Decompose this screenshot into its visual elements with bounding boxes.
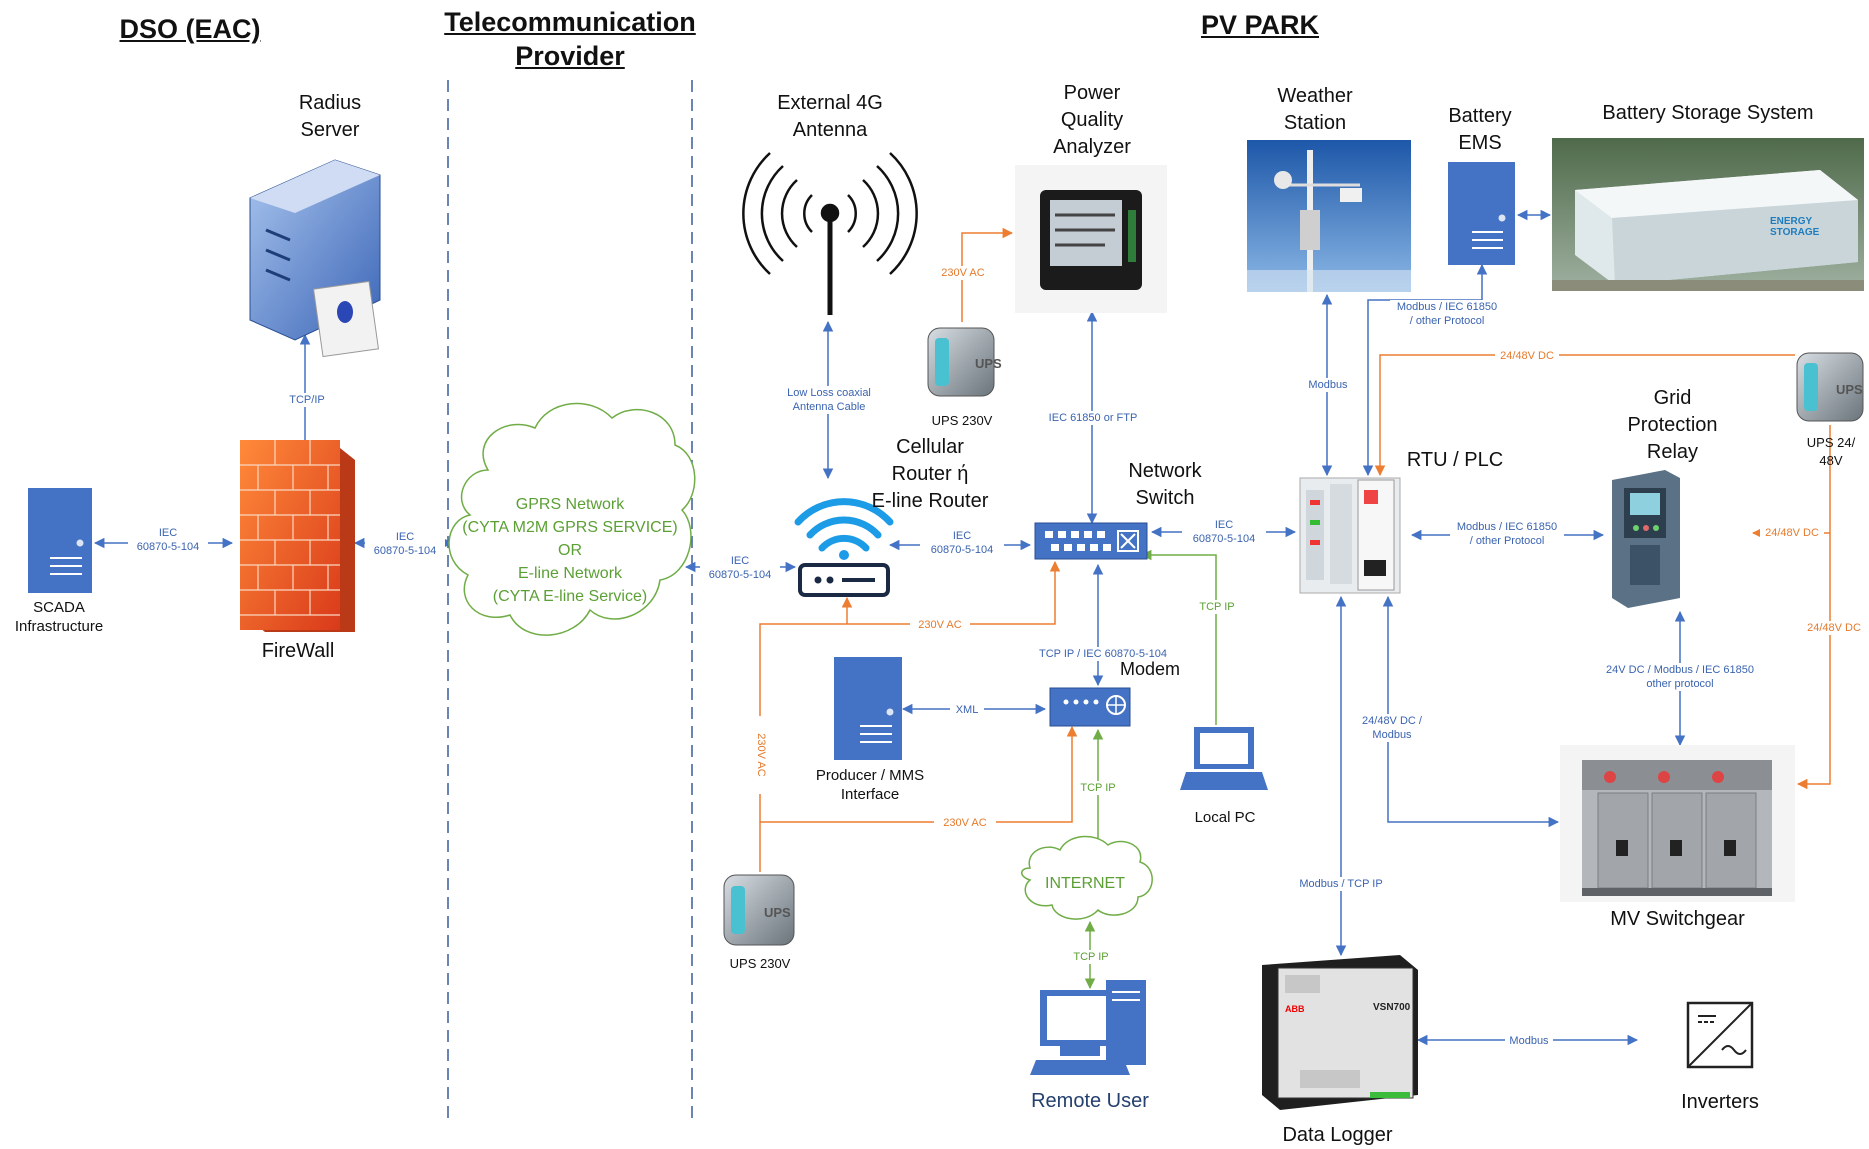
edge-label-tcp-iec-modem: TCP IP / IEC 60870-5-104 xyxy=(1032,647,1174,661)
edge-label-tcp-remote: TCP IP xyxy=(1067,950,1115,964)
edge-label-iec-cloud: IEC 60870-5-104 xyxy=(700,554,780,582)
edge-label-dc-rtu: 24/48V DC xyxy=(1495,349,1559,363)
grid-relay-label: Grid Protection Relay xyxy=(1627,387,1718,463)
switch-label: Network Switch xyxy=(1128,460,1202,509)
network-switch-icon xyxy=(1034,522,1148,560)
gprs-cloud-shape xyxy=(448,402,696,636)
edge-label-dc-modbus-mv: 24/48V DC / Modbus xyxy=(1355,714,1429,742)
cloud-label: GPRS Network (CYTA M2M GPRS SERVICE) OR … xyxy=(462,496,678,605)
section-title-telecom: Telecommunication Provider xyxy=(444,7,696,71)
ups-icon-top: UPS xyxy=(927,327,1002,397)
local-pc-label: Local PC xyxy=(1194,809,1256,826)
local-pc-laptop-icon xyxy=(1180,727,1268,790)
edge-label-xml: XML xyxy=(950,703,984,717)
rtu-plc-icon xyxy=(1299,477,1401,594)
remote-user-computer-icon xyxy=(1030,980,1146,1075)
ups-icon-bottom: UPS xyxy=(723,874,795,946)
radius-server-icon xyxy=(249,159,381,358)
data-logger-label: Data Logger xyxy=(1282,1124,1393,1146)
edge-label-iec61850-ftp: IEC 61850 or FTP xyxy=(1040,411,1146,425)
edge-label-modbus-bems: Modbus / IEC 61850 / other Protocol xyxy=(1390,300,1504,328)
inverters-label: Inverters xyxy=(1681,1091,1759,1113)
edge-label-modbus-grid: Modbus / IEC 61850 / other Protocol xyxy=(1450,520,1564,548)
edge-label-tcp-localpc: TCP IP xyxy=(1193,600,1241,614)
edge-label-modbus-weather: Modbus xyxy=(1302,378,1354,392)
edge-label-dc-grid: 24/48V DC xyxy=(1760,526,1824,540)
router-icon xyxy=(794,498,894,597)
edge-label-tcpip-radius: TCP/IP xyxy=(278,393,336,407)
edge-label-dc-mv: 24/48V DC xyxy=(1802,621,1866,635)
inverter-icon xyxy=(1686,1001,1754,1069)
internet-label: INTERNET xyxy=(1045,875,1125,892)
edge-ac-router xyxy=(759,560,1061,872)
edge-localpc-switch xyxy=(1140,549,1217,725)
antenna-label: External 4G Antenna xyxy=(777,92,883,141)
section-title-pv-park: PV PARK xyxy=(1200,10,1320,40)
edge-rtu-mv xyxy=(1382,595,1560,828)
scada-server-icon xyxy=(28,488,92,593)
edge-label-ac-vertical: 230V AC xyxy=(754,716,768,794)
edge-dc-mv xyxy=(1796,425,1831,790)
edge-label-iec-firewall: IEC 60870-5-104 xyxy=(365,530,445,558)
grid-protection-relay-icon xyxy=(1612,470,1680,608)
edge-dc-rtu xyxy=(1374,354,1795,477)
producer-server-icon xyxy=(834,657,902,760)
producer-label: Producer / MMS Interface xyxy=(815,767,925,803)
edge-label-iec-rtu: IEC 60870-5-104 xyxy=(1182,518,1266,546)
firewall-icon xyxy=(240,440,355,632)
edge-ac-modem xyxy=(760,725,1078,823)
internet-cloud-shape xyxy=(1021,835,1153,920)
radius-server-label: Radius Server xyxy=(298,92,362,141)
firewall-label: FireWall xyxy=(261,640,335,662)
weather-station-label: Weather Station xyxy=(1277,85,1353,134)
svg-text:UPS: UPS xyxy=(975,356,1002,371)
edge-label-modbus-tcp-logger: Modbus / TCP IP xyxy=(1292,877,1390,891)
mv-switchgear-label: MV Switchgear xyxy=(1610,908,1745,930)
battery-ems-server-icon xyxy=(1448,162,1515,265)
edge-label-iec-router: IEC 60870-5-104 xyxy=(920,529,1004,557)
edge-label-grid-mv: 24V DC / Modbus / IEC 61850 other protoc… xyxy=(1596,663,1764,691)
ups-label-top: UPS 230V xyxy=(931,413,993,428)
edge-label-tcp-internet: TCP IP xyxy=(1074,781,1122,795)
battery-ems-label: Battery EMS xyxy=(1448,105,1512,154)
svg-text:UPS: UPS xyxy=(1836,382,1863,397)
modem-icon xyxy=(1049,687,1131,727)
router-label: Cellular Router ή E-line Router xyxy=(871,436,989,512)
svg-text:ABB: ABB xyxy=(1285,1004,1305,1014)
ups-label-right: UPS 24/ 48V xyxy=(1806,435,1856,468)
ups-label-bottom: UPS 230V xyxy=(729,956,791,971)
power-quality-analyzer-icon xyxy=(1015,165,1167,313)
rtu-label: RTU / PLC xyxy=(1406,449,1504,471)
edge-label-ac-router: 230V AC xyxy=(910,618,970,632)
mv-switchgear-image xyxy=(1560,745,1795,902)
edge-label-iec-scada: IEC 60870-5-104 xyxy=(128,526,208,554)
edge-label-ac-modem: 230V AC xyxy=(934,816,996,830)
edge-label-ac-pqa: 230V AC xyxy=(932,266,994,280)
data-logger-icon: VSN700 ABB xyxy=(1262,955,1418,1110)
section-title-dso: DSO (EAC) xyxy=(119,14,261,44)
bss-label: Battery Storage System xyxy=(1602,102,1814,124)
scada-label: SCADA Infrastructure xyxy=(14,599,104,635)
edge-ac-pqa xyxy=(961,227,1014,322)
edge-label-coax: Low Loss coaxial Antenna Cable xyxy=(773,386,885,414)
remote-user-label: Remote User xyxy=(1031,1090,1149,1112)
antenna-icon xyxy=(742,152,918,315)
weather-station-image xyxy=(1247,140,1411,292)
svg-text:VSN700: VSN700 xyxy=(1373,1002,1411,1013)
edge-label-modbus-inverters: Modbus xyxy=(1505,1034,1553,1048)
edge-bems-rtu xyxy=(1362,263,1488,477)
svg-text:UPS: UPS xyxy=(764,905,791,920)
pqa-label: Power Quality Analyzer xyxy=(1053,82,1131,158)
ups-icon-right: UPS xyxy=(1796,352,1864,422)
modem-label: Modem xyxy=(1119,659,1181,679)
